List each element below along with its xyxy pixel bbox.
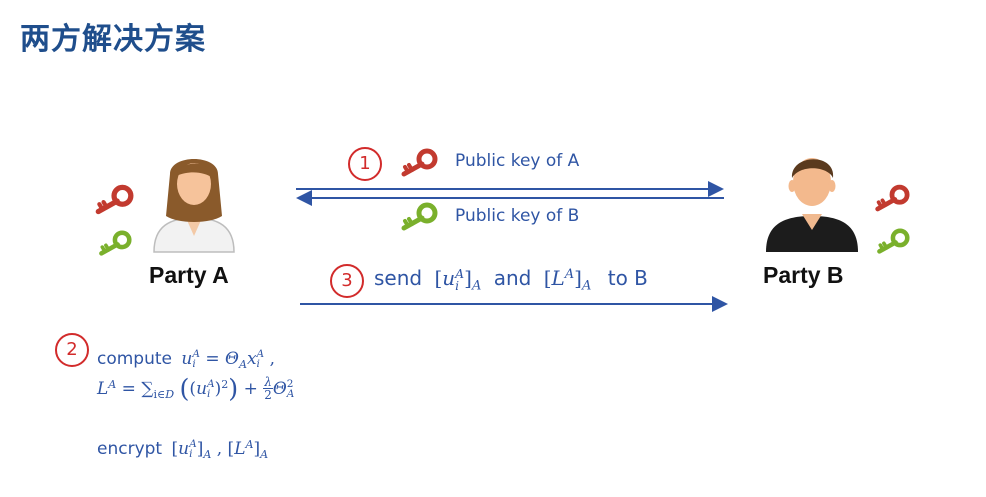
- encrypt-word: encrypt: [97, 439, 163, 460]
- red-key-icon: [398, 148, 438, 178]
- step-2-badge: 2: [55, 333, 89, 367]
- step-1-badge: 1: [348, 147, 382, 181]
- person-a-icon: [153, 159, 235, 253]
- slide-title: 两方解决方案: [20, 22, 206, 57]
- green-key-icon: [398, 202, 438, 232]
- to-b-word: to B: [607, 266, 648, 290]
- party-a-label: Party A: [149, 262, 229, 288]
- send-word: send: [374, 266, 423, 290]
- step-3-badge: 3: [330, 264, 364, 298]
- and-word: and: [493, 266, 532, 290]
- person-b-icon: [766, 158, 858, 252]
- party-b-label: Party B: [763, 262, 844, 288]
- public-key-a-label: Public key of A: [455, 151, 580, 171]
- compute-word: compute: [97, 349, 172, 370]
- public-key-b-label: Public key of B: [455, 206, 580, 226]
